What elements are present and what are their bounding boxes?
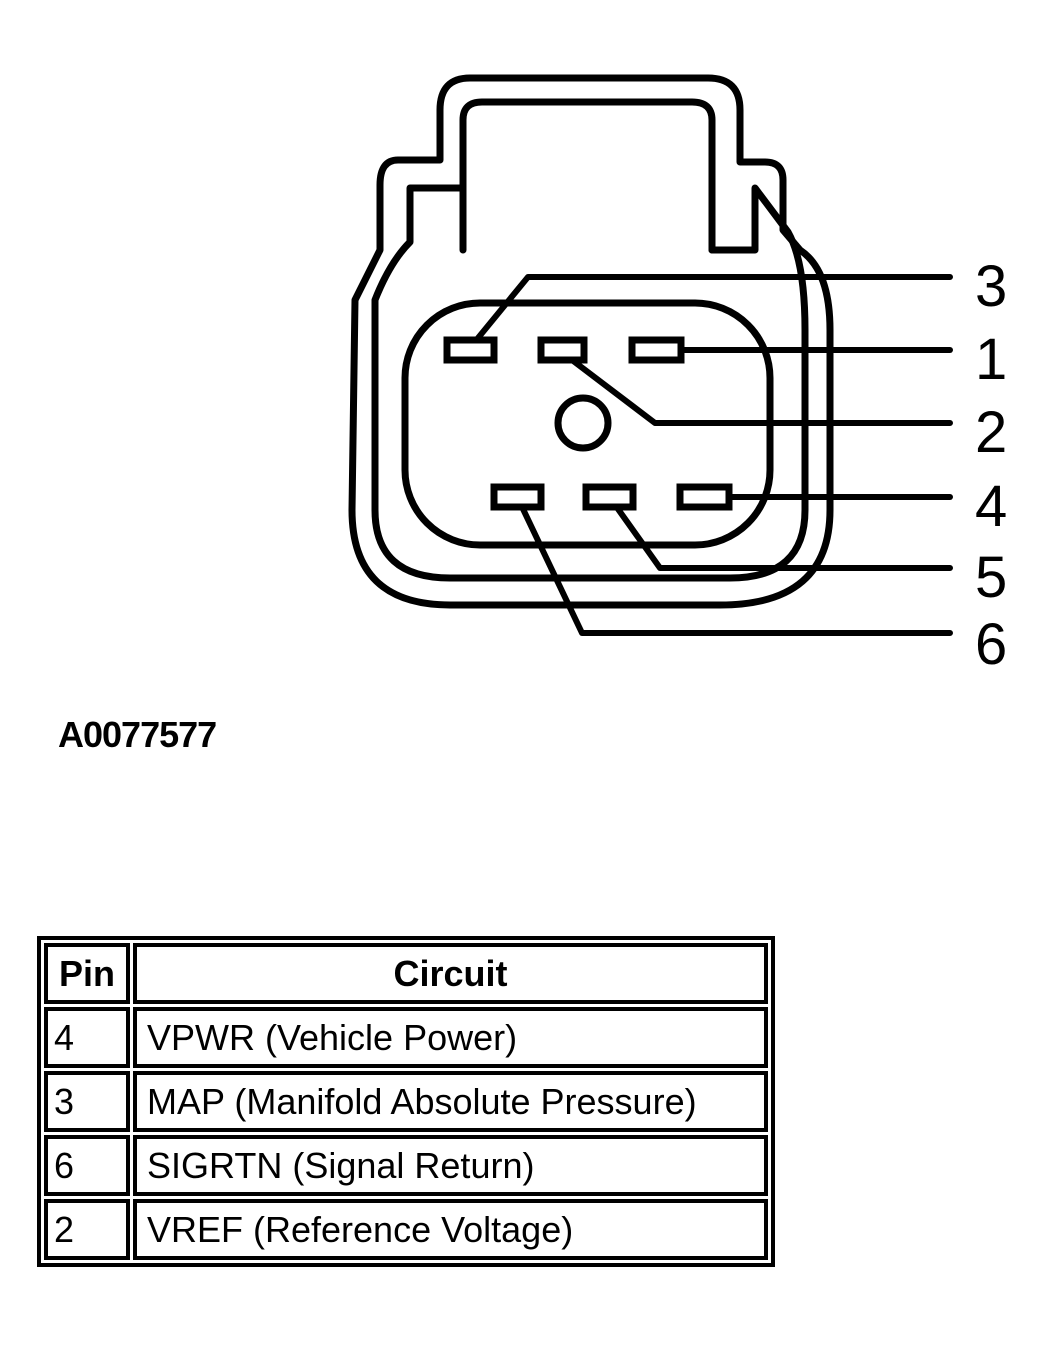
- circuit-cell: MAP (Manifold Absolute Pressure): [133, 1071, 768, 1132]
- latch-outline: [459, 184, 716, 254]
- pin-label-1: 1: [975, 327, 1007, 392]
- leader-line-pin-6: [520, 506, 953, 636]
- pin-label-3: 3: [975, 254, 1007, 319]
- leader-line-pin-3: [475, 274, 953, 341]
- pin-label-4: 4: [975, 474, 1007, 539]
- pin-1-terminal: [628, 336, 685, 364]
- leader-line-pin-2: [569, 357, 953, 426]
- pin-label-5: 5: [975, 545, 1007, 610]
- header-circuit: Circuit: [133, 943, 768, 1004]
- pin-cell: 6: [44, 1135, 130, 1196]
- figure-id: A0077577: [58, 714, 217, 755]
- table-row: 6 SIGRTN (Signal Return): [44, 1135, 768, 1196]
- circuit-cell: SIGRTN (Signal Return): [133, 1135, 768, 1196]
- pin-3-terminal: [443, 336, 498, 364]
- table-row: 3 MAP (Manifold Absolute Pressure): [44, 1071, 768, 1132]
- connector-diagram: 3 1 2 4 5 6: [348, 74, 1007, 677]
- pin-cell: 3: [44, 1071, 130, 1132]
- pin-label-2: 2: [975, 400, 1007, 465]
- pin-circuit-table: Pin Circuit 4 VPWR (Vehicle Power) 3 MAP…: [37, 936, 775, 1267]
- connector-housing-inner: [371, 98, 809, 582]
- pin-6-terminal: [490, 483, 545, 511]
- pin-cell: 4: [44, 1007, 130, 1068]
- header-pin: Pin: [44, 943, 130, 1004]
- leader-line-pin-5: [615, 506, 953, 571]
- pin-cell: 2: [44, 1199, 130, 1260]
- circuit-cell: VREF (Reference Voltage): [133, 1199, 768, 1260]
- pin-4-terminal: [676, 483, 733, 511]
- connector-housing-outer: [348, 74, 834, 609]
- table-header-row: Pin Circuit: [44, 943, 768, 1004]
- pin-label-6: 6: [975, 612, 1007, 677]
- circuit-cell: VPWR (Vehicle Power): [133, 1007, 768, 1068]
- table-row: 2 VREF (Reference Voltage): [44, 1199, 768, 1260]
- table-row: 4 VPWR (Vehicle Power): [44, 1007, 768, 1068]
- pin-5-terminal: [582, 483, 637, 511]
- polarizing-key: [554, 394, 612, 452]
- pin-2-terminal: [537, 336, 588, 364]
